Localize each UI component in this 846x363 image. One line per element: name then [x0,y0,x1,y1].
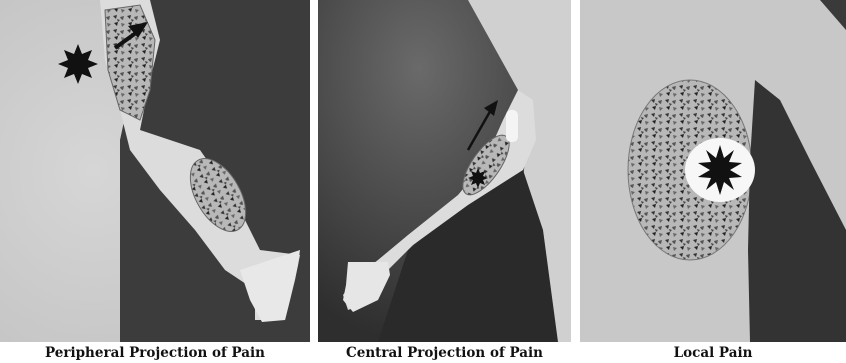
panel-local-pain [580,0,846,342]
shoulder-highlight [506,110,518,142]
caption-central: Central Projection of Pain [318,344,571,363]
starburst-icon [468,168,488,188]
caption-peripheral: Peripheral Projection of Pain [0,344,310,363]
starburst-icon [58,44,98,84]
caption-local: Local Pain [580,344,846,363]
local-illustration [580,0,846,342]
panel-central-projection [318,0,571,342]
central-illustration [318,0,571,342]
panel-peripheral-projection [0,0,310,342]
peripheral-illustration [0,0,310,342]
